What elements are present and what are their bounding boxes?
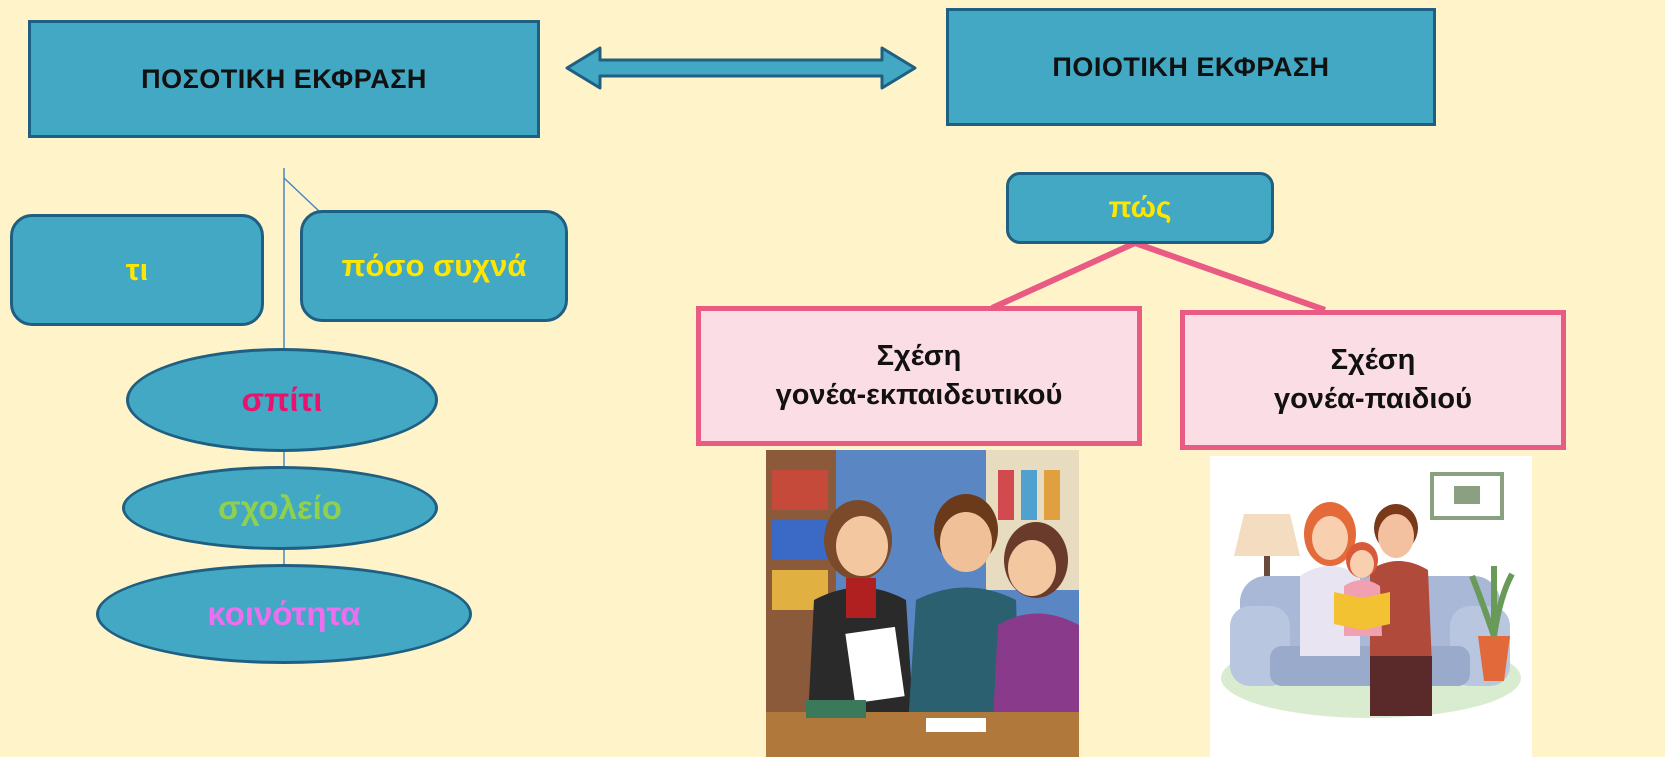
school-ellipse: σχολείο [122, 466, 438, 550]
parent-child-line2: γονέα-παιδιού [1273, 383, 1473, 415]
parent-child-line1: Σχέση [1330, 343, 1416, 376]
parent-child-relation-box: Σχέση γονέα-παιδιού [1180, 310, 1566, 450]
diagonal-connector [283, 177, 321, 213]
quantitative-title-box: ΠΟΣΟΤΙΚΗ ΕΚΦΡΑΣΗ [28, 20, 540, 138]
qualitative-title-box: ΠΟΙΟΤΙΚΗ ΕΚΦΡΑΣΗ [946, 8, 1436, 126]
what-box: τι [10, 214, 264, 326]
pink-connector-right [1134, 240, 1326, 313]
home-label: σπίτι [241, 381, 323, 418]
school-label: σχολείο [218, 489, 342, 526]
home-ellipse: σπίτι [126, 348, 438, 452]
parent-teacher-meeting-illustration [766, 450, 1079, 757]
pink-connector-left [990, 240, 1137, 311]
quantitative-title-label: ΠΟΣΟΤΙΚΗ ΕΚΦΡΑΣΗ [141, 63, 427, 94]
community-label: κοινότητα [207, 595, 361, 632]
parent-teacher-line2: γονέα-εκπαιδευτικού [775, 379, 1063, 411]
how-label: πώς [1108, 191, 1172, 224]
family-reading-illustration [1210, 456, 1532, 757]
parent-teacher-relation-box: Σχέση γονέα-εκπαιδευτικού [696, 306, 1142, 446]
double-arrow-icon [565, 46, 917, 90]
qualitative-title-label: ΠΟΙΟΤΙΚΗ ΕΚΦΡΑΣΗ [1052, 51, 1330, 82]
how-often-box: πόσο συχνά [300, 210, 568, 322]
what-label: τι [125, 252, 149, 287]
parent-teacher-line1: Σχέση [876, 339, 962, 372]
how-box: πώς [1006, 172, 1274, 244]
community-ellipse: κοινότητα [96, 564, 472, 664]
how-often-label: πόσο συχνά [341, 248, 527, 283]
